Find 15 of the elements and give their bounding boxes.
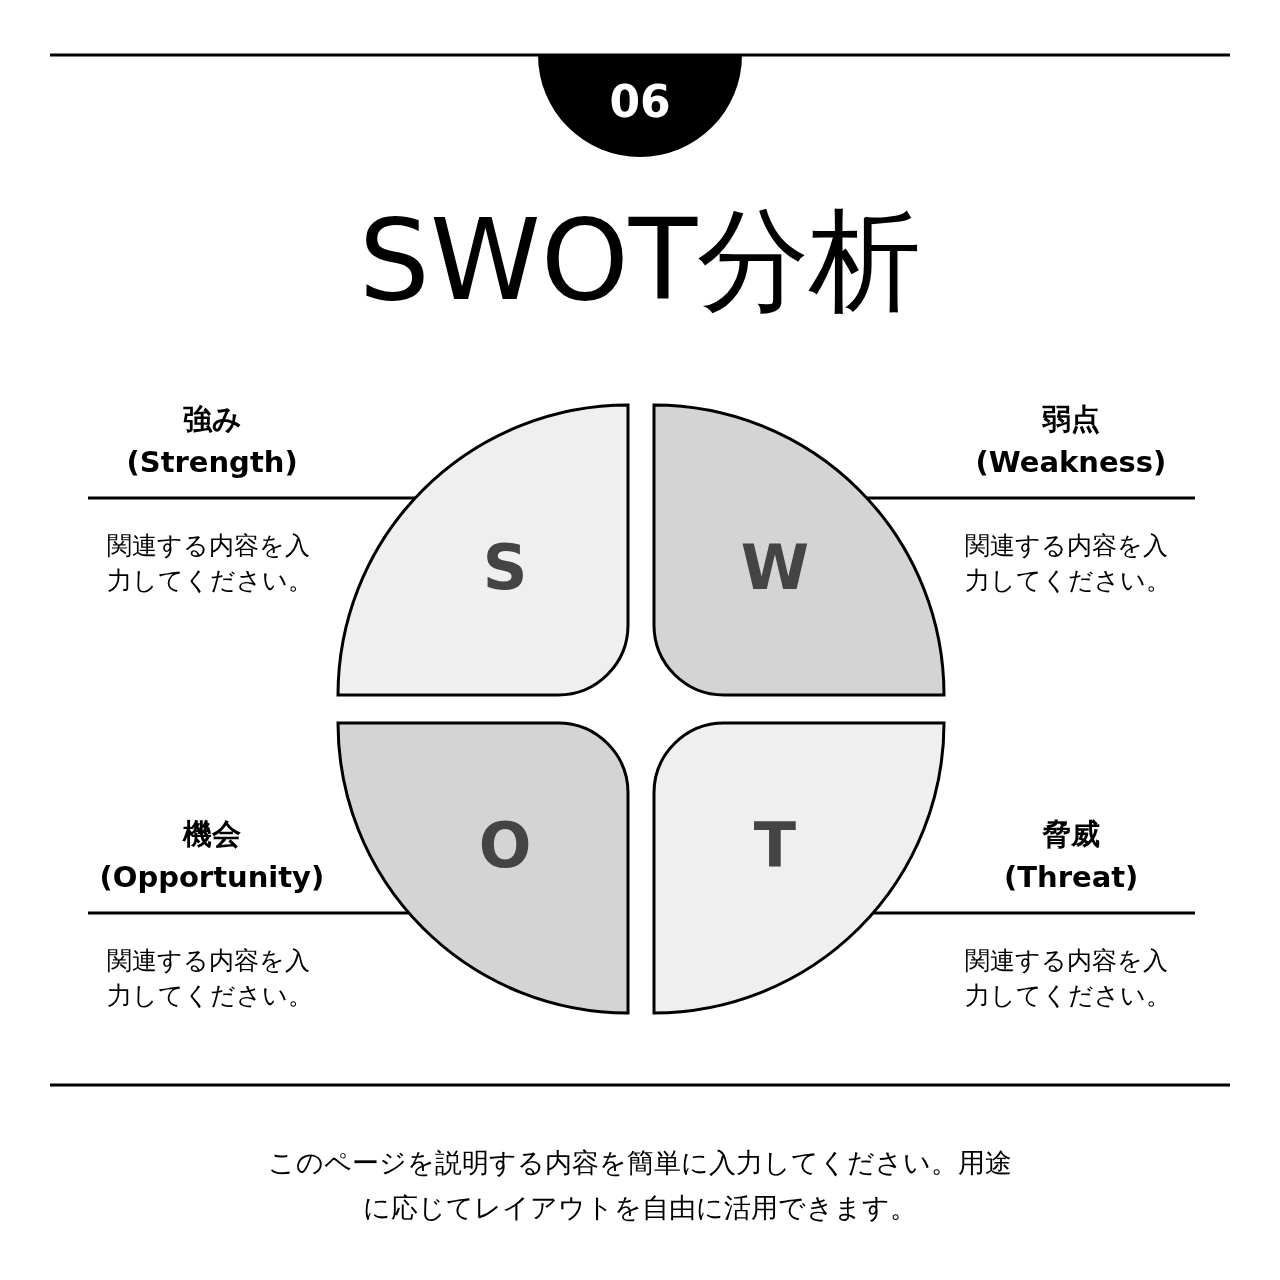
heading-text: 脅威 (Threat) bbox=[1004, 816, 1139, 896]
caption: このページを説明する内容を簡単に入力してください。用途に応じてレイアウトを自由に活用できます。 bbox=[267, 1146, 1013, 1225]
number-badge: 06 bbox=[538, 55, 742, 158]
body-text: 関連する内容を入力してください。 bbox=[107, 945, 314, 1012]
body-text: 関連する内容を入力してください。 bbox=[965, 945, 1172, 1012]
quadrant-shape: W bbox=[652, 403, 946, 697]
title: SWOT分析 bbox=[357, 194, 923, 327]
heading-text: 機会 (Opportunity) bbox=[99, 816, 325, 896]
body-text: 関連する内容を入力してください。 bbox=[965, 530, 1172, 597]
quadrant-shape: S bbox=[336, 403, 630, 697]
heading-text: 弱点 (Weakness) bbox=[975, 401, 1167, 481]
body-text: 関連する内容を入力してください。 bbox=[107, 530, 314, 597]
heading-text: 強み (Strength) bbox=[126, 401, 298, 481]
quadrant-shape: T bbox=[652, 721, 946, 1015]
quadrant-shape: O bbox=[336, 721, 630, 1015]
